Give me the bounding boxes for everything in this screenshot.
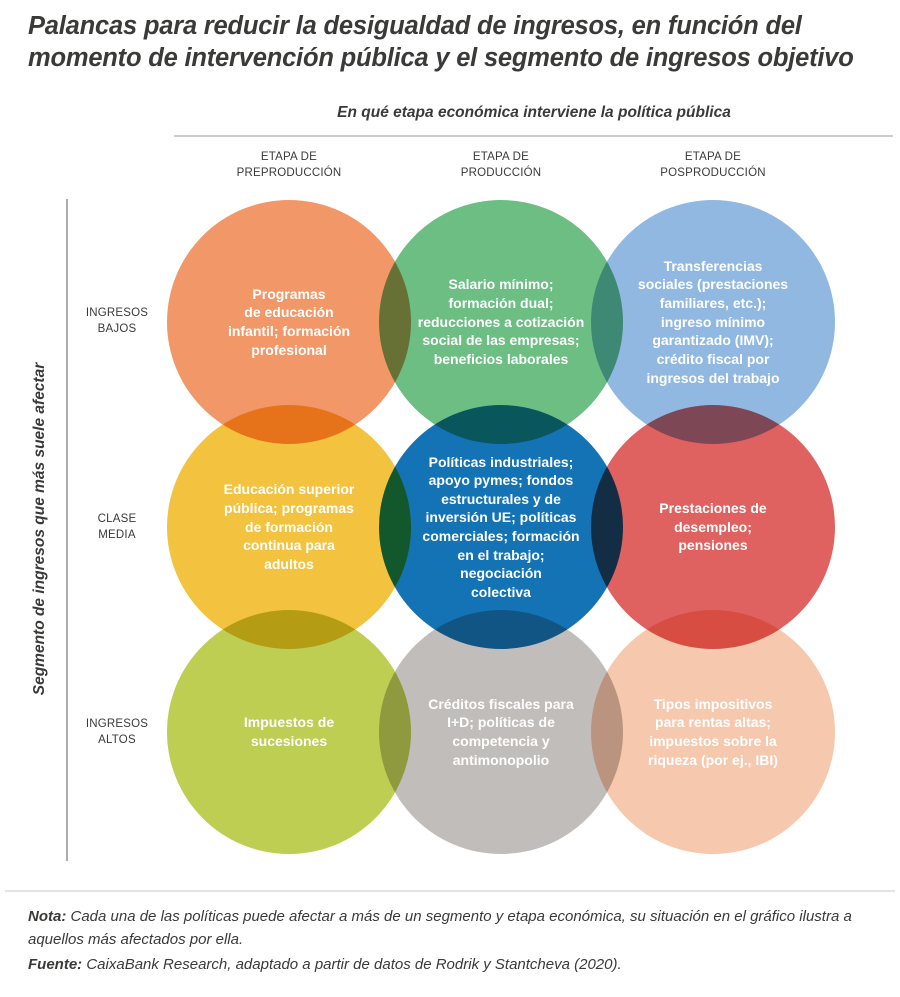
venn-cell-bajos-produccion: Salario mínimo; formación dual; reduccio… [379,200,623,444]
note-text: Cada una de las políticas puede afectar … [28,908,852,948]
venn-cell-label: Tipos impositivos para rentas altas; imp… [648,695,778,768]
venn-circle [591,200,835,444]
venn-cell-media-produccion: Políticas industriales; apoyo pymes; fon… [379,405,623,649]
venn-cell-label: Políticas industriales; apoyo pymes; fon… [422,453,580,600]
venn-cell-label: Educación superior pública; programas de… [223,481,355,572]
row-label-clase-media: CLASE MEDIA [97,513,137,541]
venn-cell-label: Prestaciones de desempleo; pensiones [659,500,767,554]
column-header-produccion: ETAPA DE PRODUCCIÓN [460,151,542,179]
column-axis-rule [174,135,893,137]
venn-cell-altos-preproduccion: Impuestos de sucesiones [167,610,411,854]
row-label-ingresos-altos: INGRESOS ALTOS [85,718,149,746]
venn-circle [379,405,623,649]
row-axis-title: Segmento de ingresos que más suele afect… [31,362,48,696]
venn-cell-bajos-posproduccion: Transferencias sociales (prestaciones fa… [591,200,835,444]
source-text: CaixaBank Research, adaptado a partir de… [82,956,622,973]
venn-cell-label: Transferencias sociales (prestaciones fa… [637,257,789,386]
venn-circle [591,405,835,649]
source-label: Fuente: [28,956,83,973]
note-label: Nota: [28,908,67,925]
page-title: Palancas para reducir la desigualdad de … [28,12,854,73]
venn-cell-label: Impuestos de sucesiones [243,714,335,749]
source-line: Fuente: CaixaBank Research, adaptado a p… [28,954,882,977]
row-axis-rule [66,199,68,861]
footer: Nota: Cada una de las políticas puede af… [28,906,882,980]
venn-cell-bajos-preproduccion: Programas de educación infantil; formaci… [167,200,411,444]
venn-circle [167,610,411,854]
column-axis-title: En qué etapa económica interviene la pol… [337,104,731,121]
venn-circle [591,610,835,854]
venn-cell-label: Salario mínimo; formación dual; reduccio… [417,276,585,367]
column-header-preproduccion: ETAPA DE PREPRODUCCIÓN [236,151,342,179]
venn-cell-altos-posproduccion: Tipos impositivos para rentas altas; imp… [591,610,835,854]
footer-rule [5,890,895,892]
column-header-posproduccion: ETAPA DE POSPRODUCCIÓN [660,151,766,179]
venn-circle [379,610,623,854]
venn-circle [379,200,623,444]
row-label-ingresos-bajos: INGRESOS BAJOS [85,307,149,335]
venn-cell-media-posproduccion: Prestaciones de desempleo; pensiones [591,405,835,649]
venn-circle [167,405,411,649]
venn-cell-label: Créditos fiscales para I+D; políticas de… [428,695,574,768]
venn-cell-media-preproduccion: Educación superior pública; programas de… [167,405,411,649]
venn-circle [167,200,411,444]
venn-cell-label: Programas de educación infantil; formaci… [227,285,351,358]
venn-cell-altos-produccion: Créditos fiscales para I+D; políticas de… [379,610,623,854]
note-line: Nota: Cada una de las políticas puede af… [28,906,882,951]
